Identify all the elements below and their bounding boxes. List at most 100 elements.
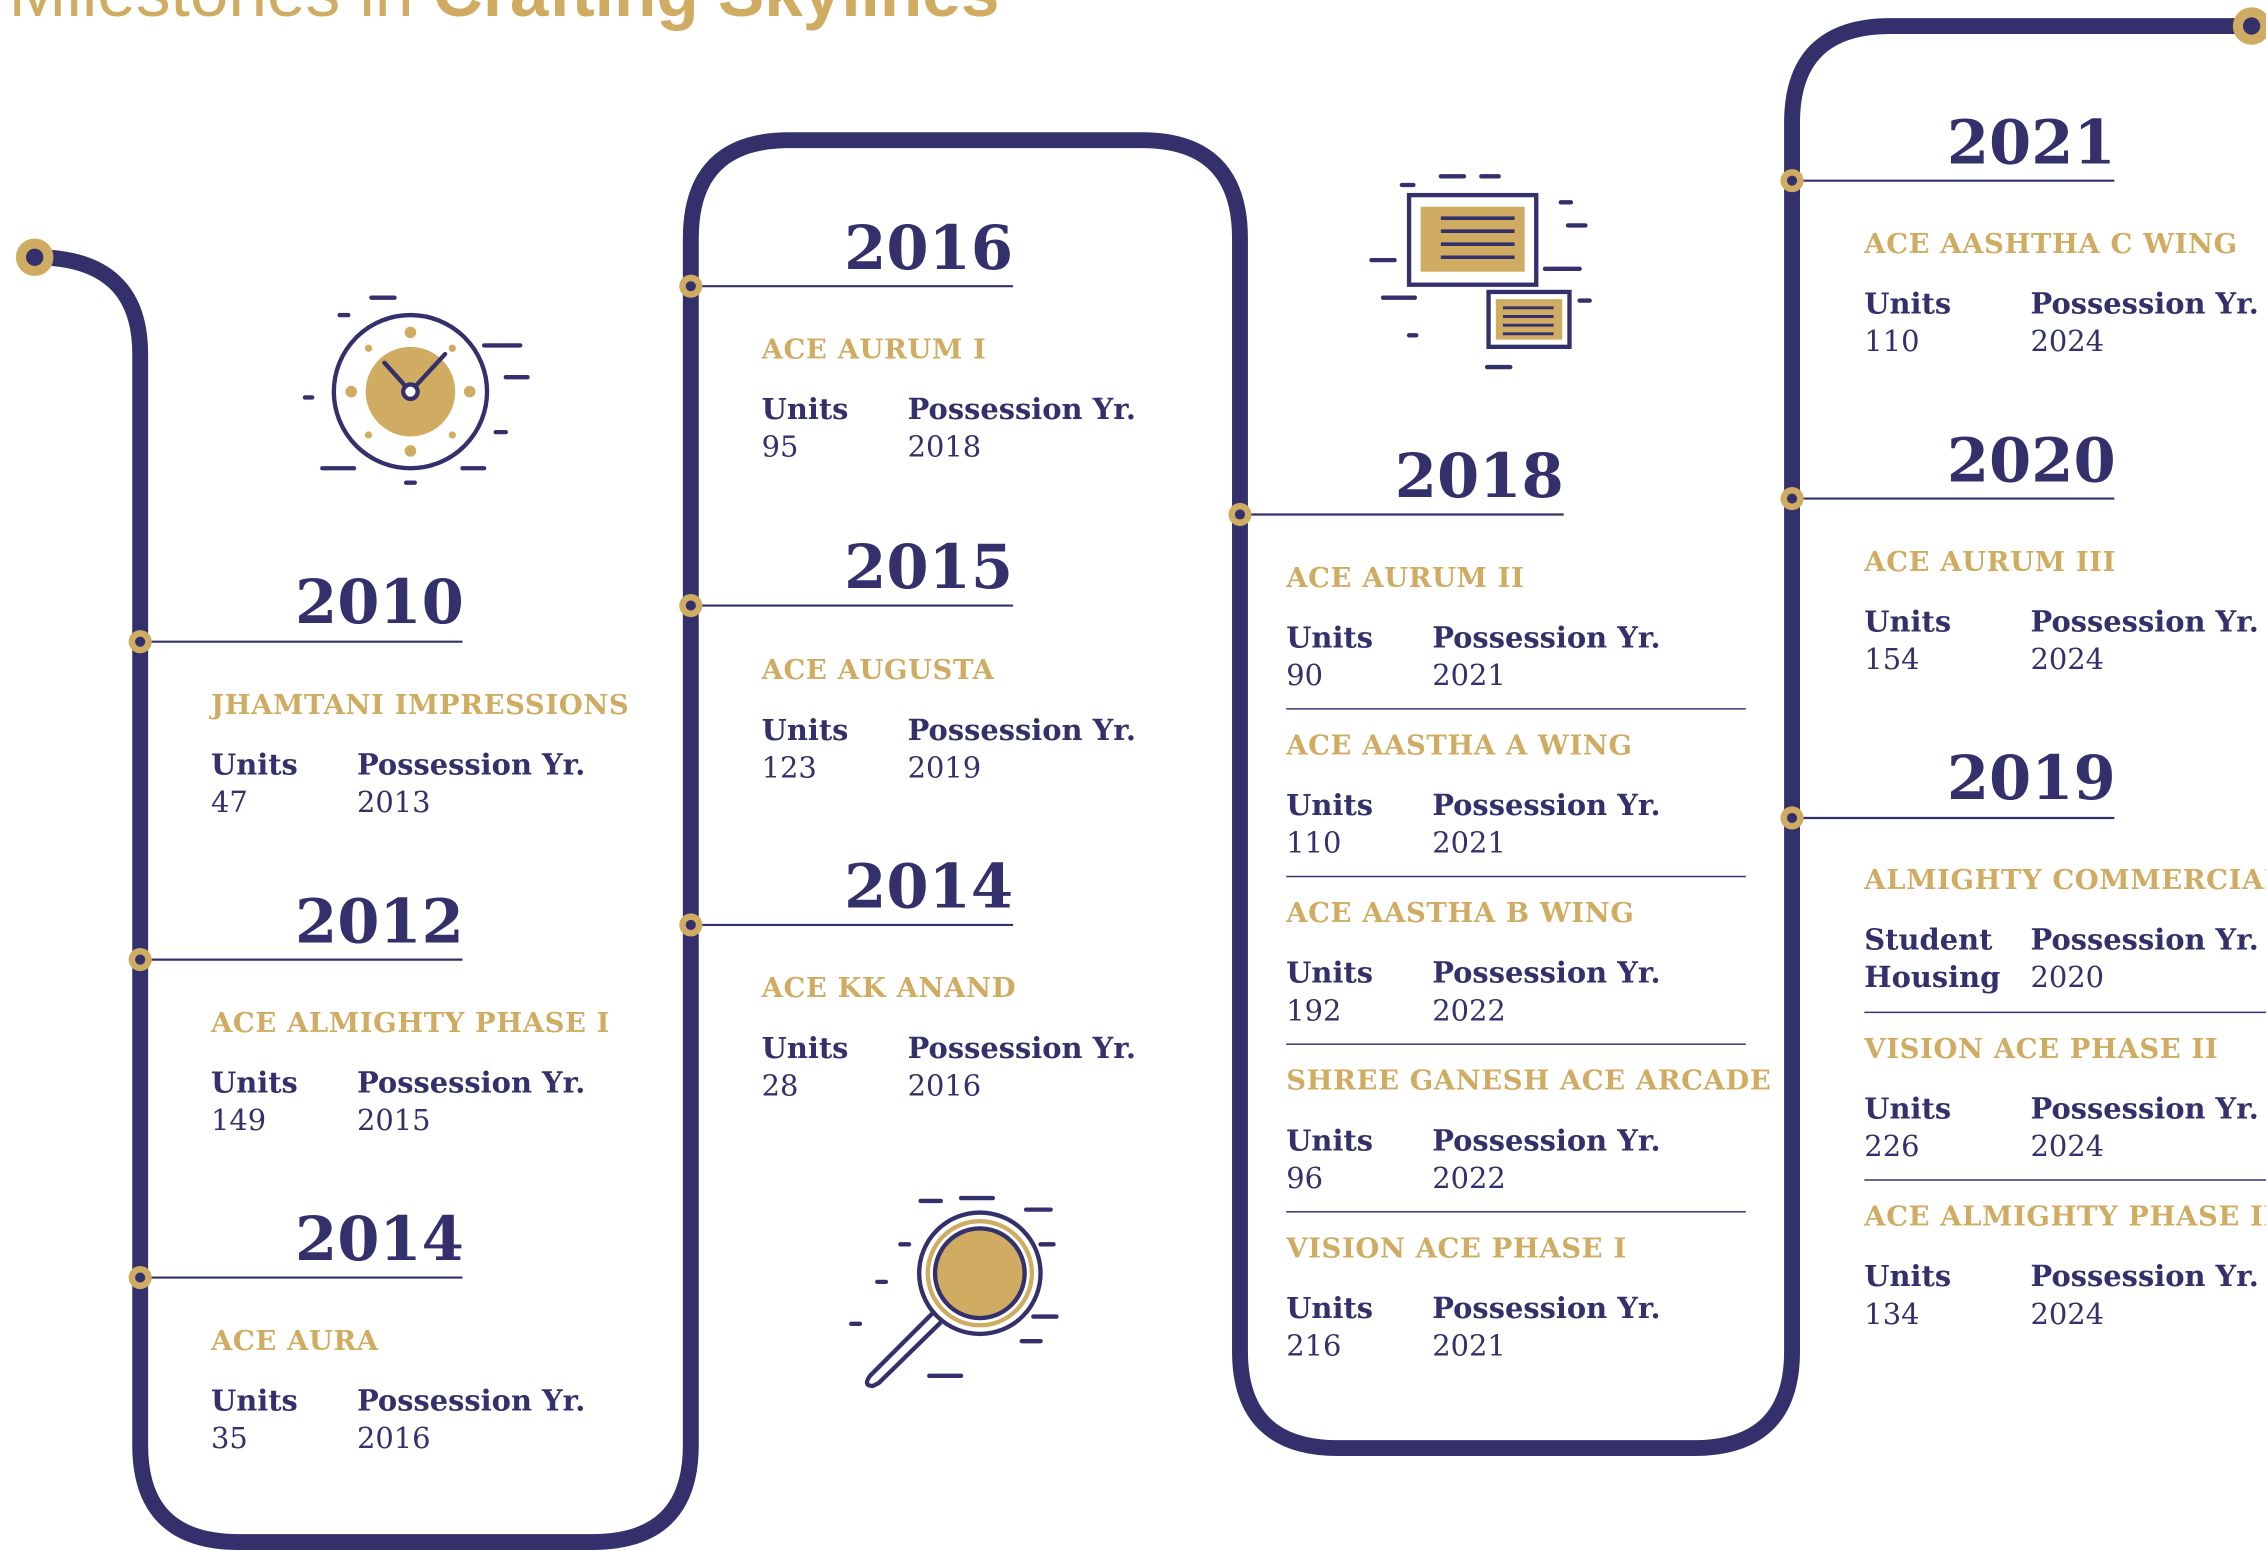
possession-value: 2024 <box>2030 641 2105 677</box>
possession-value: 2016 <box>356 1420 431 1456</box>
possession-label: Possession Yr. <box>356 1065 586 1100</box>
year-label: 2020 <box>1946 424 2116 496</box>
divider <box>1286 875 1746 878</box>
project-name: ACE AURA <box>210 1325 379 1358</box>
project-name: ACE ALMIGHTY PHASE II <box>1864 1200 2266 1233</box>
units-label-line2: Housing <box>1864 959 2001 995</box>
year-label: 2019 <box>1946 742 2116 814</box>
units-value: 192 <box>1286 992 1342 1028</box>
possession-label: Possession Yr. <box>1432 787 1661 823</box>
possession-label: Possession Yr. <box>356 747 586 782</box>
project-name: JHAMTANI IMPRESSIONS <box>210 689 630 722</box>
units-value: 47 <box>210 784 248 820</box>
year-marker-connectors <box>140 179 2115 1279</box>
possession-value: 2024 <box>2030 1296 2105 1332</box>
possession-label: Possession Yr. <box>356 1383 586 1418</box>
units-label: Units <box>761 712 849 748</box>
units-value: 90 <box>1286 657 1324 693</box>
units-value: 149 <box>210 1102 267 1138</box>
possession-value: 2021 <box>1432 825 1506 860</box>
possession-label: Possession Yr. <box>2030 1091 2259 1126</box>
project-name: ACE AASHTHA C WING <box>1864 228 2238 261</box>
possession-label: Possession Yr. <box>1432 619 1661 655</box>
clock-icon <box>302 295 530 485</box>
units-label: Units <box>1864 1091 1952 1126</box>
units-value: 110 <box>1864 323 1920 359</box>
project-name: ACE AASTHA B WING <box>1286 897 1635 930</box>
possession-value: 2021 <box>1432 1328 1506 1363</box>
units-value: 134 <box>1864 1296 1920 1332</box>
divider <box>1286 1211 1746 1213</box>
units-label: Units <box>1864 286 1952 321</box>
year-label: 2010 <box>294 566 464 638</box>
possession-label: Possession Yr. <box>1432 1290 1661 1326</box>
project-name: SHREE GANESH ACE ARCADE <box>1286 1065 1772 1097</box>
possession-value: 2024 <box>2030 323 2105 359</box>
possession-value: 2024 <box>2030 1128 2105 1164</box>
project-name: ACE AUGUSTA <box>761 654 995 687</box>
possession-value: 2018 <box>907 429 982 464</box>
title-accent: Crafting Skylines <box>433 0 1000 32</box>
divider <box>1286 1043 1746 1045</box>
units-value: 110 <box>1286 825 1342 860</box>
project-name: ACE AURUM I <box>761 333 987 366</box>
divider <box>1286 708 1746 710</box>
project-name: ACE ALMIGHTY PHASE I <box>210 1007 611 1040</box>
units-label: Units <box>1864 604 1952 639</box>
possession-value: 2021 <box>1432 657 1506 693</box>
units-label: Units <box>1286 1290 1374 1326</box>
units-label: Units <box>1286 787 1374 823</box>
year-label: 2015 <box>844 531 1014 603</box>
units-value: 35 <box>210 1420 248 1456</box>
year-label: 2021 <box>1946 106 2116 178</box>
units-value: 154 <box>1864 641 1920 677</box>
possession-label: Possession Yr. <box>2030 1258 2259 1294</box>
project-name: ACE KK ANAND <box>761 972 1017 1005</box>
units-label: Units <box>210 1383 298 1418</box>
project-name: ACE AASTHA A WING <box>1286 729 1633 762</box>
units-value: 123 <box>761 750 817 785</box>
page-title: Milestones in Crafting Skylines <box>9 0 1000 33</box>
units-label: Units <box>210 1065 298 1100</box>
units-value: 226 <box>1864 1128 1920 1164</box>
magnifier-icon <box>849 1195 1059 1389</box>
units-value: 96 <box>1286 1160 1324 1196</box>
project-name: ACE AURUM III <box>1864 546 2116 579</box>
possession-value: 2022 <box>1432 1160 1506 1196</box>
possession-value: 2020 <box>2030 959 2105 995</box>
units-value: 28 <box>761 1068 799 1103</box>
possession-label: Possession Yr. <box>907 712 1136 748</box>
project-name: ALMIGHTY COMMERCIAL <box>1864 864 2266 897</box>
year-label: 2018 <box>1394 440 1564 512</box>
possession-value: 2015 <box>356 1102 431 1138</box>
year-label: 2012 <box>294 885 464 957</box>
divider <box>1864 1011 2266 1014</box>
divider <box>1864 1179 2266 1181</box>
title-prefix: Milestones in <box>9 0 433 32</box>
units-label: Units <box>761 391 849 427</box>
possession-value: 2019 <box>907 750 982 785</box>
documents-icon <box>1369 174 1592 370</box>
units-label: Units <box>761 1030 849 1066</box>
units-value: 216 <box>1286 1328 1342 1363</box>
units-label: Units <box>210 747 298 782</box>
project-name: ACE AURUM II <box>1286 562 1525 594</box>
year-label: 2014 <box>294 1203 464 1275</box>
possession-value: 2016 <box>907 1068 982 1103</box>
possession-label: Possession Yr. <box>2030 922 2259 957</box>
